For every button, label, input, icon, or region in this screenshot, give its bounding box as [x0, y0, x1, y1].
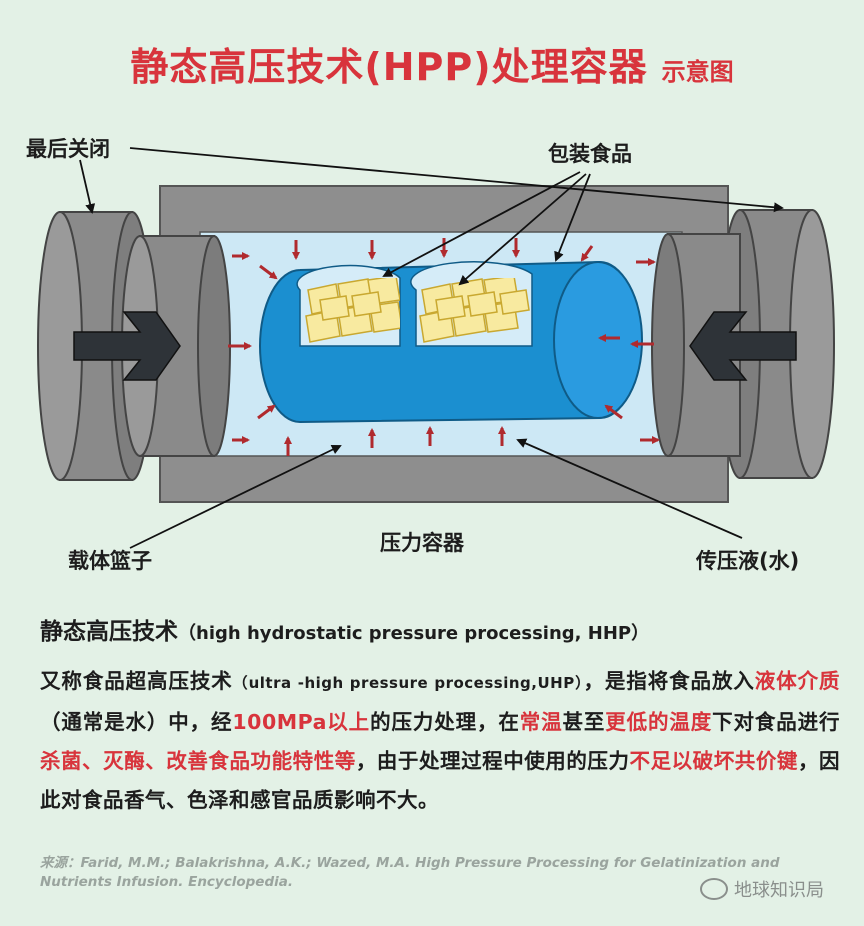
- leader-lines: [79, 147, 784, 549]
- text-p4: 甚至: [562, 710, 606, 734]
- text-p1: ，是指将食品放入: [583, 669, 755, 693]
- wechat-icon: [700, 878, 728, 900]
- title-sub: 示意图: [661, 58, 734, 86]
- label-packaged-food: 包装食品: [548, 142, 632, 166]
- text-intro: 又称食品超高压技术: [40, 669, 233, 693]
- description-paragraph: 又称食品超高压技术（ultra -high pressure processin…: [40, 662, 840, 820]
- left-closure: [37, 211, 231, 481]
- page-title: 静态高压技术(HPP)处理容器示意图: [0, 36, 864, 91]
- heading-cn: 静态高压技术: [40, 619, 178, 645]
- watermark: 地球知识局: [700, 876, 824, 902]
- packaged-food: [305, 278, 530, 343]
- label-last-close: 最后关闭: [26, 137, 110, 161]
- description: 静态高压技术（high hydrostatic pressure process…: [40, 612, 840, 820]
- left-arrow-icon: [689, 311, 797, 381]
- highlight-pressure: 100MPa以上: [232, 710, 371, 734]
- highlight-liquid-medium: 液体介质: [754, 669, 841, 693]
- highlight-covalent: 不足以破坏共价键: [629, 749, 798, 773]
- right-arrow-icon: [73, 311, 181, 381]
- text-p6: ，由于处理过程中使用的压力: [355, 749, 630, 773]
- label-pressure-vessel: 压力容器: [380, 531, 464, 555]
- source-citation: 来源：Farid, M.M.; Balakrishna, A.K.; Wazed…: [40, 855, 780, 890]
- text-p3: 的压力处理，在: [370, 710, 520, 734]
- highlight-lower-temp: 更低的温度: [605, 710, 713, 734]
- label-carrier-basket: 载体篮子: [68, 549, 152, 573]
- text-intro-en: （ultra -high pressure processing,UHP）: [232, 674, 584, 692]
- highlight-effects: 杀菌、灭酶、改善食品功能特性等: [40, 749, 356, 773]
- label-pressure-fluid: 传压液(水): [696, 549, 800, 573]
- highlight-room-temp: 常温: [519, 710, 563, 734]
- text-p2: （通常是水）中，经: [40, 710, 233, 734]
- hpp-vessel-diagram: [37, 147, 835, 549]
- pressure-arrows: [228, 238, 660, 456]
- description-heading: 静态高压技术（high hydrostatic pressure process…: [40, 612, 840, 646]
- watermark-text: 地球知识局: [734, 880, 824, 901]
- text-p5: 下对食品进行: [712, 710, 841, 734]
- heading-en: （high hydrostatic pressure processing, H…: [178, 623, 650, 644]
- text-p7: ，因此对食品香气、色泽和感官品质影响不大。: [40, 749, 841, 812]
- title-main: 静态高压技术(HPP)处理容器: [130, 45, 648, 89]
